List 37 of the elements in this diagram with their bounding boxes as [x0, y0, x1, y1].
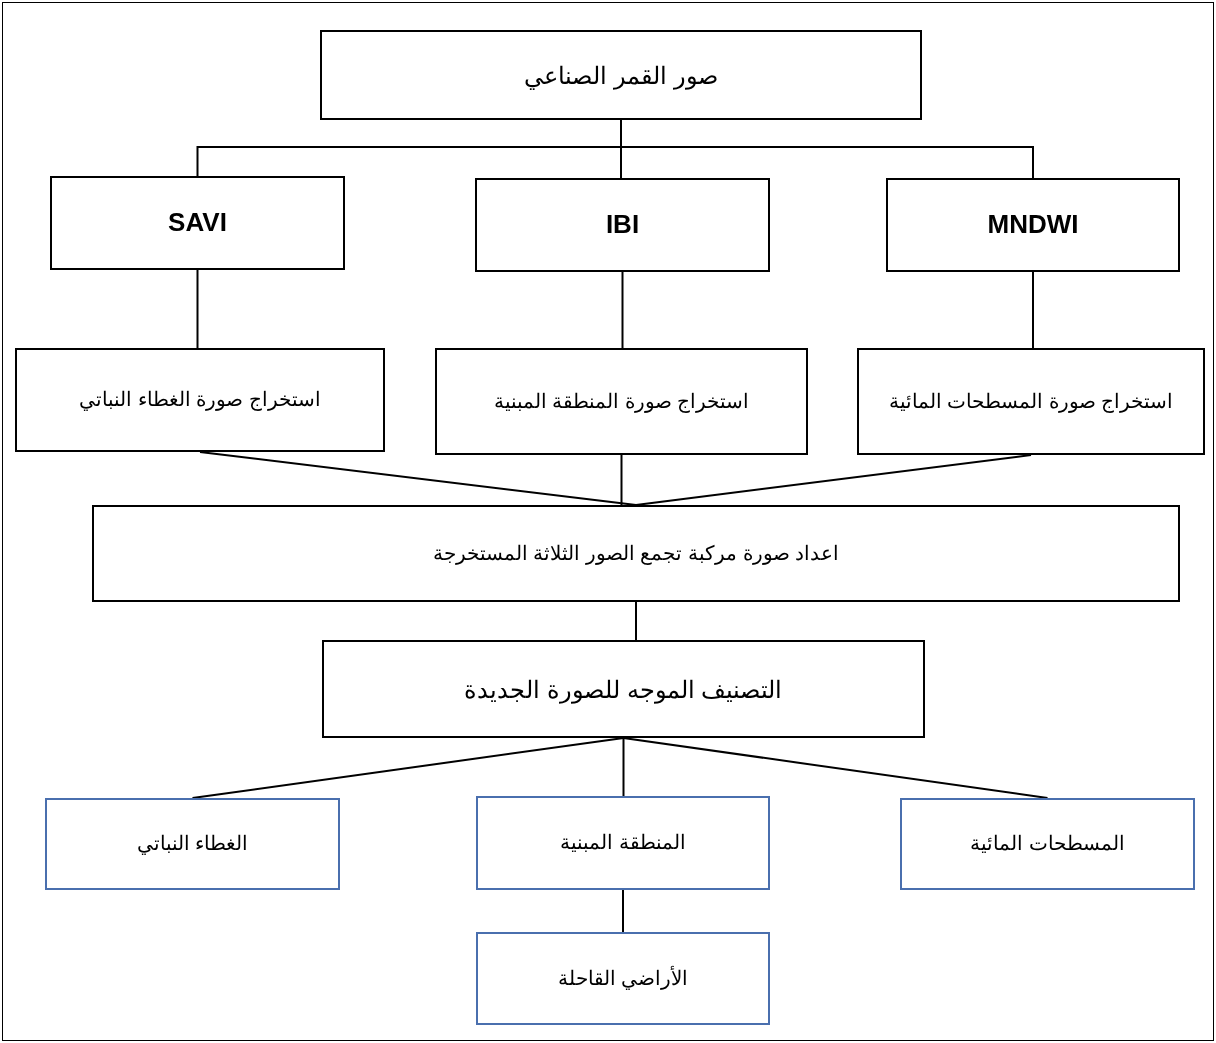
process-box: [435, 348, 808, 455]
connector-line: [1032, 271, 1034, 349]
box-label: IBI: [605, 208, 640, 242]
box-label: المنطقة المبنية: [560, 830, 686, 856]
box-label: الغطاء النباتي: [136, 831, 249, 857]
class-box: [45, 798, 340, 890]
box-label: المسطحات المائية: [970, 831, 1125, 857]
connector-line: [622, 737, 1049, 799]
connector-line: [191, 737, 625, 799]
process-box: [322, 640, 925, 738]
connector-line: [622, 889, 624, 933]
connector-line: [622, 737, 625, 797]
process-box: [857, 348, 1205, 455]
class-box: [476, 796, 770, 890]
connector-line: [635, 601, 637, 641]
connector-line: [620, 454, 623, 506]
connector-line: [199, 451, 637, 506]
box-label: استخراج صورة المسطحات المائية: [888, 388, 1174, 415]
connector-line: [621, 271, 624, 349]
class-box: [476, 932, 770, 1025]
box-label: MNDWI: [987, 208, 1079, 242]
box-label: SAVI: [168, 206, 227, 240]
box-label: استخراج صورة المنطقة المبنية: [493, 388, 750, 415]
process-box: [92, 505, 1180, 602]
class-box: [900, 798, 1195, 890]
box-label: التصنيف الموجه للصورة الجديدة: [464, 674, 783, 706]
process-box: [320, 30, 922, 120]
index-box: [475, 178, 770, 272]
connector-line: [196, 269, 199, 349]
connector-line: [635, 454, 1032, 506]
process-box: [15, 348, 385, 452]
index-box: [886, 178, 1180, 272]
box-label: استخراج صورة الغطاء النباتي: [79, 387, 321, 413]
box-label: اعداد صورة مركبة تجمع الصور الثلاثة المستخرجة: [432, 540, 840, 567]
index-box: [50, 176, 345, 270]
box-label: صور القمر الصناعي: [524, 60, 718, 92]
box-label: الأراضي القاحلة: [557, 965, 689, 992]
